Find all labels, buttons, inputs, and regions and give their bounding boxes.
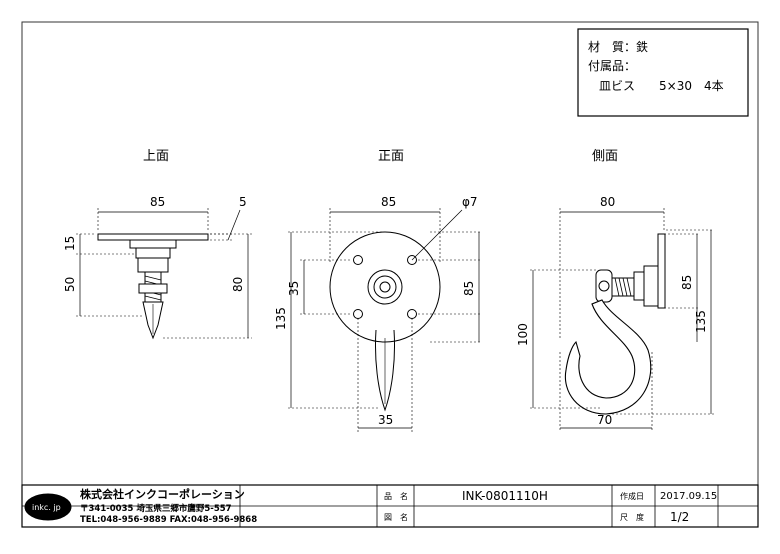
scale-label: 尺 度 [620, 512, 644, 522]
dim-side-85: 85 [680, 275, 694, 290]
material-text: 材 質：鉄 [588, 39, 648, 54]
side-view [530, 208, 714, 432]
company-address: 〒341-0035 埼玉県三郷市鷹野5-557 [80, 503, 232, 514]
dim-top-80: 80 [231, 277, 245, 292]
date-value: 2017.09.15 [660, 491, 717, 502]
dim-side-70: 70 [597, 413, 612, 427]
product-name-label: 品 名 [384, 491, 408, 501]
drawing-name-label: 図 名 [384, 512, 408, 522]
view-title-front: 正面 [378, 149, 404, 164]
sheet-frame [21, 21, 759, 528]
date-label: 作成日 [620, 491, 644, 501]
dim-top-15: 15 [63, 236, 77, 251]
view-title-top: 上面 [143, 149, 169, 164]
accessories-text: 付属品： [588, 59, 636, 73]
dim-side-80: 80 [600, 195, 615, 209]
title-block [21, 484, 759, 528]
dim-side-100: 100 [516, 323, 530, 346]
dim-front-35-left: 35 [287, 281, 301, 296]
view-title-side: 側面 [592, 149, 618, 164]
logo-text: inkc. jp [32, 503, 61, 512]
material-box: 材 質：鉄 付属品： 皿ビス 5×30 4本 [577, 28, 749, 117]
company-logo [24, 493, 72, 521]
scale-value: 1/2 [670, 510, 689, 524]
dim-front-width: 85 [381, 195, 396, 209]
dim-front-135: 135 [274, 307, 288, 330]
company-tel-fax: TEL:048-956-9889 FAX:048-956-9868 [80, 515, 257, 525]
dim-top-width: 85 [150, 195, 165, 209]
dim-top-plate: 5 [239, 195, 247, 209]
front-view [288, 208, 482, 432]
screws-text: 皿ビス 5×30 4本 [599, 79, 724, 93]
dim-side-135: 135 [694, 310, 708, 333]
company-name: 株式会社インクコーポレーション [80, 487, 245, 501]
product-name-value: INK-0801110H [462, 489, 548, 503]
dim-front-85-right: 85 [462, 281, 476, 296]
dim-front-35-bottom: 35 [378, 413, 393, 427]
dim-top-50: 50 [63, 277, 77, 292]
top-view [76, 208, 252, 340]
dim-front-hole: φ7 [462, 195, 478, 209]
